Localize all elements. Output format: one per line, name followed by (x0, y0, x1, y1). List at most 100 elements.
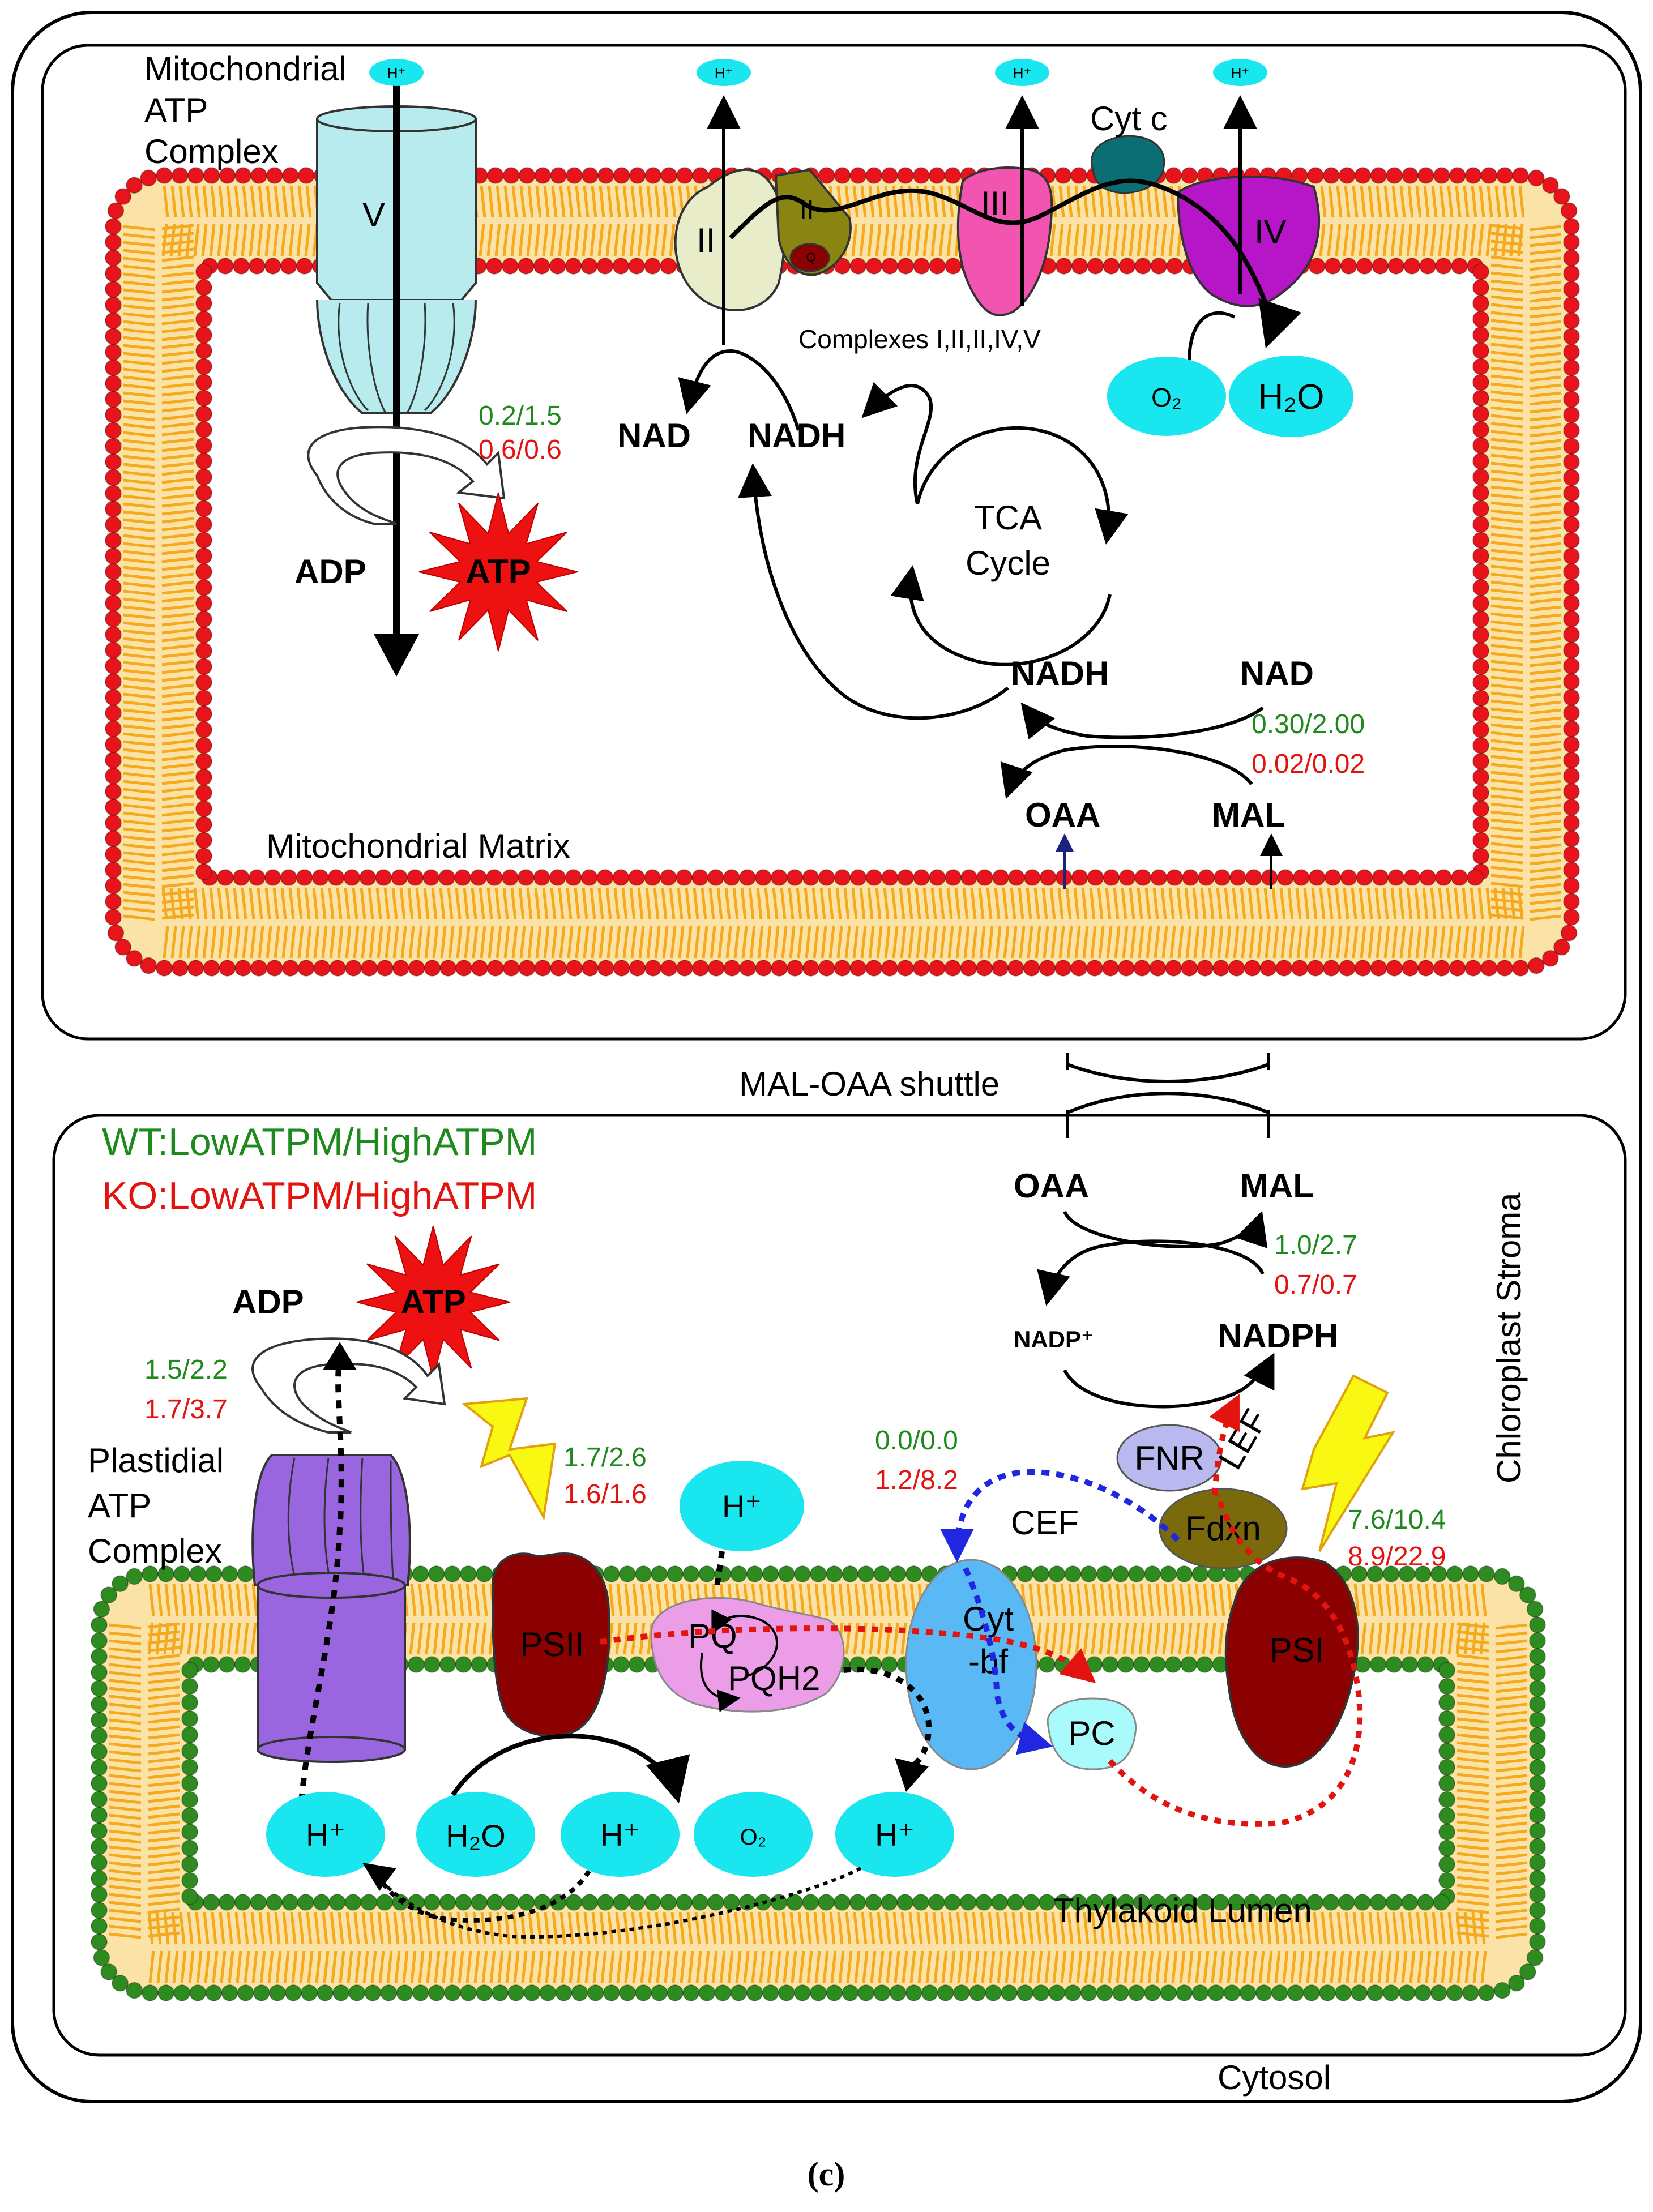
atp-starburst-icon: ATP (418, 492, 578, 652)
chloro-nadph-oxidation-arrow (1037, 1239, 1265, 1306)
mito-proton-1: H⁺ (369, 59, 424, 86)
lightning-icon (461, 1397, 557, 1521)
cyt-label-line2: -bf (968, 1642, 1008, 1680)
complex-v-label: V (362, 196, 385, 234)
cyt-c: Cyt c (1090, 100, 1168, 194)
q-label: Q (806, 250, 815, 264)
cef-wt-ratio: 0.0/0.0 (875, 1426, 958, 1456)
psi-label: PSI (1270, 1631, 1325, 1669)
chloro-atp-wt-ratio: 1.5/2.2 (144, 1355, 228, 1385)
lumen-h2o-label: H₂O (446, 1818, 506, 1854)
mito-proton-4: H⁺ (1213, 59, 1267, 86)
chloro-mal: MAL (1240, 1167, 1314, 1205)
complex-ii: II (674, 168, 785, 311)
mito-matrix-label: Mitochondrial Matrix (266, 827, 570, 865)
cef-path-down (963, 1567, 1053, 1755)
complex-ii-label: II (697, 221, 715, 259)
proton-return-2 (378, 1867, 862, 1939)
lumen-proton-2: H⁺ (561, 1792, 680, 1877)
chloro-proton-channel-arrow (297, 1358, 344, 1818)
complex-iv-label: IV (1254, 213, 1287, 251)
mito-o2-label: O₂ (1151, 383, 1182, 412)
tca-cycle-arrow-bottom (890, 565, 1112, 666)
mito-mal-wt-ratio: 0.30/2.00 (1252, 709, 1365, 739)
nadh-to-nad-arrow (678, 349, 800, 431)
mito-nad-bottom: NAD (1240, 654, 1314, 692)
legend-ko: KO:LowATPM/HighATPM (102, 1174, 537, 1217)
mito-adp: ADP (294, 553, 366, 591)
chloro-nadph: NADPH (1218, 1317, 1338, 1355)
stroma-proton-label: H⁺ (722, 1488, 762, 1524)
tca-label-line2: Cycle (966, 544, 1050, 582)
pq-label: PQ (688, 1617, 737, 1655)
pc-label: PC (1068, 1714, 1115, 1752)
tca-cycle-arrow-top (916, 426, 1129, 545)
mal-oaa-shuttle (1066, 1053, 1270, 1138)
o2-to-h2o-arrow (1188, 311, 1236, 363)
chloro-atp-ko-ratio: 1.7/3.7 (144, 1394, 228, 1424)
psi-ko-ratio: 8.9/22.9 (1348, 1542, 1446, 1572)
fnr: FNR (1116, 1424, 1223, 1492)
lumen-proton-3: H⁺ (835, 1792, 954, 1877)
pc: PC (1047, 1697, 1137, 1770)
plastid-complex-label-line3: Complex (88, 1532, 222, 1570)
chloro-nadp: NADP⁺ (1014, 1326, 1094, 1353)
complex-iii: III (956, 166, 1053, 316)
mito-proton-2: H⁺ (697, 59, 751, 86)
cef-label: CEF (1011, 1504, 1079, 1542)
chloro-mal-wt-ratio: 1.0/2.7 (1274, 1230, 1357, 1260)
mito-proton-4-label: H⁺ (1231, 65, 1250, 82)
chloro-atp: ATP (400, 1283, 466, 1321)
lightning-icon-psi (1301, 1374, 1396, 1552)
cef-ko-ratio: 1.2/8.2 (875, 1465, 958, 1495)
cytosol-label: Cytosol (1218, 2059, 1331, 2097)
rotary-arrow-icon (307, 426, 506, 525)
psi-wt-ratio: 7.6/10.4 (1348, 1505, 1446, 1535)
lumen-h2o: H₂O (416, 1792, 535, 1877)
cyt-c-label: Cyt c (1090, 100, 1168, 138)
mito-nadh-bottom: NADH (1011, 654, 1109, 692)
mito-complex-label-line3: Complex (144, 132, 279, 170)
stroma-proton-dotted (714, 1551, 725, 1591)
cell-boundary (11, 11, 1642, 2103)
plastidial-atp-complex (251, 1454, 411, 1763)
cytbf-proton-arrowhead (895, 1758, 929, 1792)
chloro-proton-arrowhead (323, 1342, 357, 1370)
tca-label-line1: TCA (974, 499, 1042, 537)
mito-atp-wt-ratio: 0.2/1.5 (479, 401, 562, 431)
fnr-label: FNR (1134, 1439, 1204, 1477)
lumen-proton-1-label: H⁺ (306, 1817, 345, 1852)
mito-mal: MAL (1212, 796, 1285, 834)
chloro-oaa: OAA (1014, 1167, 1089, 1205)
mito-proton-3: H⁺ (995, 59, 1049, 86)
psii-label: PSII (520, 1625, 584, 1663)
psii-ko-ratio: 1.6/1.6 (563, 1479, 647, 1509)
mito-nad-reduction-arrow (1020, 702, 1264, 740)
mitochondrion-outline (41, 44, 1627, 1041)
psi: PSI (1224, 1556, 1359, 1768)
lumen-proton-2-label: H⁺ (600, 1817, 640, 1852)
lef-path-main (600, 1625, 1096, 1684)
shuttle-label: MAL-OAA shuttle (739, 1065, 1000, 1103)
water-splitting-arrow (451, 1734, 690, 1804)
stroma-label: Chloroplast Stroma (1490, 1192, 1528, 1483)
electron-path (729, 178, 1302, 349)
legend-wt: WT:LowATPM/HighATPM (102, 1120, 537, 1163)
mito-mal-ko-ratio: 0.02/0.02 (1252, 749, 1365, 779)
nadh-to-complex-arrow (738, 463, 1009, 720)
cyt-label-line1: Cyt (963, 1600, 1014, 1638)
mito-h2o-label: H₂O (1258, 378, 1324, 417)
mito-proton-3-label: H⁺ (1013, 65, 1032, 82)
psii-wt-ratio: 1.7/2.6 (563, 1443, 647, 1473)
pqh2-label: PQH2 (728, 1659, 820, 1697)
panel-caption: (c) (808, 2155, 845, 2193)
plastid-complex-label-line1: Plastidial (88, 1441, 224, 1479)
mito-oaa: OAA (1025, 796, 1100, 834)
complex-iv: IV (1176, 175, 1321, 307)
rotary-arrow-icon-chloro (251, 1337, 446, 1434)
chloro-mal-ko-ratio: 0.7/0.7 (1274, 1270, 1357, 1300)
mito-proton-2-label: H⁺ (715, 65, 733, 82)
mito-complex-label-line1: Mitochondrial (144, 50, 347, 88)
proton-return-arrowhead (362, 1863, 396, 1891)
